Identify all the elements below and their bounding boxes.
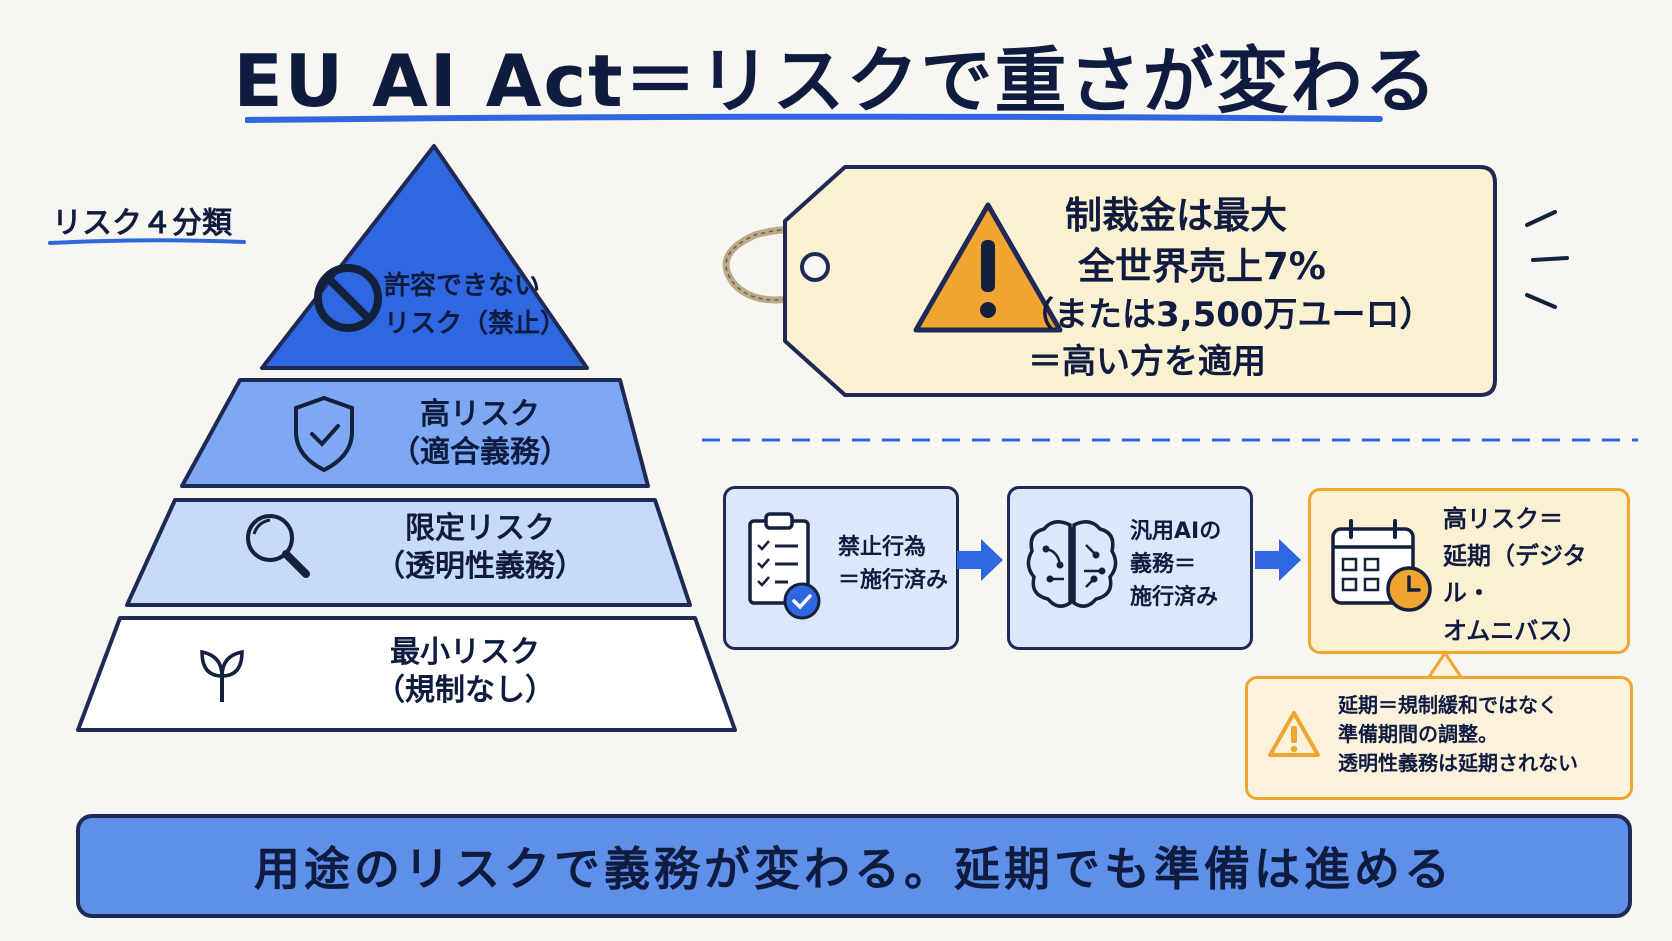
- tier-minimal-risk-line1: 最小リスク: [390, 635, 540, 670]
- penalty-line4: ＝高い方を適用: [1028, 342, 1266, 382]
- tier-high-risk-line2: （適合義務）: [390, 434, 570, 470]
- page-title: EU AI Act＝リスクで重さが変わる: [233, 39, 1439, 123]
- timeline-step2-text: 汎用AIの 義務＝ 施行済み: [1130, 519, 1222, 610]
- tier-prohibited: [260, 144, 589, 370]
- risk-category-label: リスク４分類: [52, 206, 232, 241]
- shield-check-icon: [294, 395, 354, 473]
- penalty-line1: 制裁金は最大: [1065, 194, 1287, 237]
- tag-body: [783, 165, 1497, 397]
- dashed-divider: [702, 438, 1638, 442]
- tier-minimal-risk-label: 最小リスク （規制なし）: [330, 634, 600, 709]
- penalty-tag: [722, 165, 1569, 397]
- tier-limited-risk: [125, 498, 692, 607]
- timeline-card-gpai: 汎用AIの 義務＝ 施行済み: [1007, 486, 1253, 650]
- tier-limited-risk-line2: （透明性義務）: [375, 548, 585, 584]
- timeline-step1-text: 禁止行為 ＝施行済み: [838, 535, 949, 593]
- category-underline: [48, 238, 246, 245]
- tier-minimal-risk-line2: （規制なし）: [375, 672, 555, 708]
- delay-note: 延期＝規制緩和ではなく 準備期間の調整。 透明性義務は延期されない: [1245, 676, 1633, 800]
- penalty-line2: 全世界売上7%: [1078, 245, 1326, 289]
- warning-icon: [913, 202, 1063, 333]
- summary-banner: 用途のリスクで義務が変わる。延期でも準備は進める: [76, 814, 1632, 918]
- prohibited-icon: [314, 264, 382, 332]
- tier-limited-risk-label: 限定リスク （透明性義務）: [345, 510, 615, 585]
- tier-limited-risk-line1: 限定リスク: [405, 511, 555, 546]
- emphasis-marks: [1525, 210, 1569, 309]
- timeline-card-high-risk: 高リスク＝ 延期（デジタル・ オムニバス）: [1308, 488, 1630, 654]
- tier-prohibited-line2: リスク（禁止）: [384, 308, 567, 339]
- timeline-step3-text: 高リスク＝ 延期（デジタル・ オムニバス）: [1443, 505, 1587, 645]
- tier-prohibited-line1: 許容できない: [384, 271, 541, 301]
- penalty-text: 制裁金は最大 全世界売上7% （または3,500万ユーロ） ＝高い方を適用: [1020, 190, 1490, 386]
- penalty-line3: （または3,500万ユーロ）: [1020, 295, 1434, 336]
- sprout-icon: [200, 649, 244, 702]
- tier-high-risk-line1: 高リスク: [420, 397, 540, 432]
- calendar-clock-icon: [1331, 519, 1432, 612]
- tag-hole: [800, 252, 830, 282]
- warning-icon: [1268, 711, 1320, 757]
- title-underline: [245, 113, 1383, 123]
- arrow-right-icon: [957, 539, 1003, 581]
- magnifier-icon: [246, 514, 310, 578]
- timeline-card-prohibited: 禁止行為 ＝施行済み: [723, 486, 959, 650]
- tier-minimal-risk: [76, 616, 737, 732]
- note-pointer: [1425, 650, 1465, 681]
- summary-banner-text: 用途のリスクで義務が変わる。延期でも準備は進める: [254, 842, 1454, 896]
- tier-high-risk-label: 高リスク （適合義務）: [355, 396, 605, 471]
- tier-prohibited-label: 許容できない リスク（禁止）: [384, 268, 566, 343]
- arrow-right-icon: [1255, 539, 1301, 581]
- brain-circuit-icon: [1026, 520, 1118, 608]
- checklist-icon: [748, 512, 821, 620]
- risk-pyramid: [76, 144, 737, 732]
- delay-note-text: 延期＝規制緩和ではなく 準備期間の調整。 透明性義務は延期されない: [1338, 693, 1578, 775]
